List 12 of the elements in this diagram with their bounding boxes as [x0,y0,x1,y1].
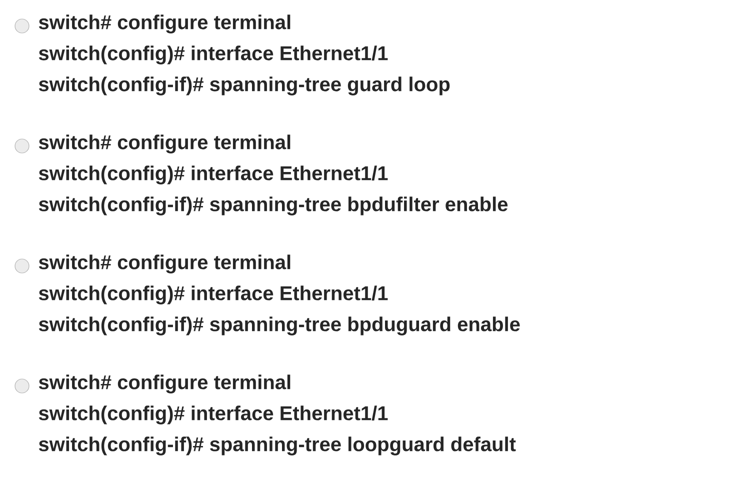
command-line: switch# configure terminal [38,254,290,274]
command-line: switch(config)# interface Ethernet1/1 [38,286,388,304]
command-line: switch# configure terminal [38,134,290,154]
command-line: switch# configure terminal [38,374,290,394]
command-line: switch(config)# interface Ethernet1/1 [38,166,388,184]
command-line: switch(config)# interface Ethernet1/1 [38,406,388,424]
command-line: switch(config-if)# spanning-tree bpduguard enable [38,316,520,336]
command-line: switch(config-if)# spanning-tree loopguard default [38,436,516,456]
command-line: switch(config-if)# spanning-tree guard loop [38,76,450,96]
command-line: switch(config-if)# spanning-tree bpdufilter enable [38,196,508,216]
command-line: switch# configure terminal [38,14,290,34]
command-line: switch(config)# interface Ethernet1/1 [38,46,388,64]
